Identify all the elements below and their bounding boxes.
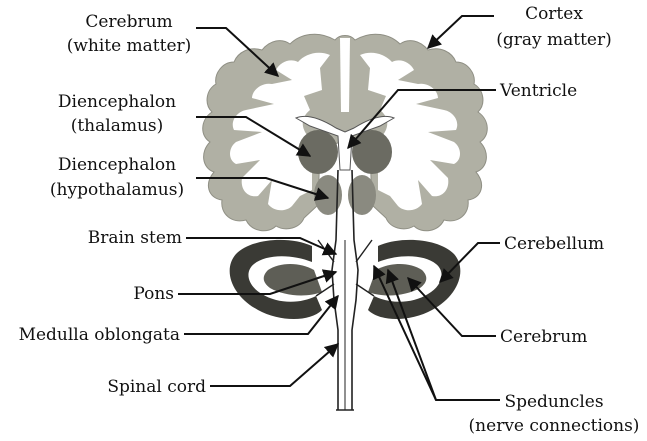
- leader-spinal-cord: [210, 344, 338, 386]
- peduncle-right: [356, 240, 372, 262]
- label-speduncles-2: (nerve connections): [469, 416, 640, 436]
- label-hypothalamus-2: (hypothalamus): [50, 180, 184, 200]
- label-cortex-1: Cortex: [525, 4, 583, 24]
- label-cerebrum-bottom: Cerebrum: [500, 327, 587, 347]
- label-ventricle: Ventricle: [499, 81, 577, 101]
- label-hypothalamus-1: Diencephalon: [58, 155, 176, 175]
- label-brain-stem: Brain stem: [88, 228, 182, 248]
- longitudinal-fissure: [340, 38, 350, 112]
- label-cerebellum: Cerebellum: [504, 234, 604, 254]
- cerebrum-lower-right: [368, 264, 426, 295]
- label-cerebrum-top-2: (white matter): [67, 36, 192, 56]
- label-cortex-2: (gray matter): [496, 30, 612, 50]
- label-pons: Pons: [133, 284, 174, 304]
- label-cerebrum-top-1: Cerebrum: [85, 12, 172, 32]
- label-thalamus-1: Diencephalon: [58, 92, 176, 112]
- leader-cortex: [428, 16, 494, 48]
- label-medulla: Medulla oblongata: [19, 325, 180, 345]
- label-thalamus-2: (thalamus): [71, 116, 164, 136]
- label-spinal-cord: Spinal cord: [107, 377, 206, 397]
- label-speduncles-1: Speduncles: [504, 392, 603, 412]
